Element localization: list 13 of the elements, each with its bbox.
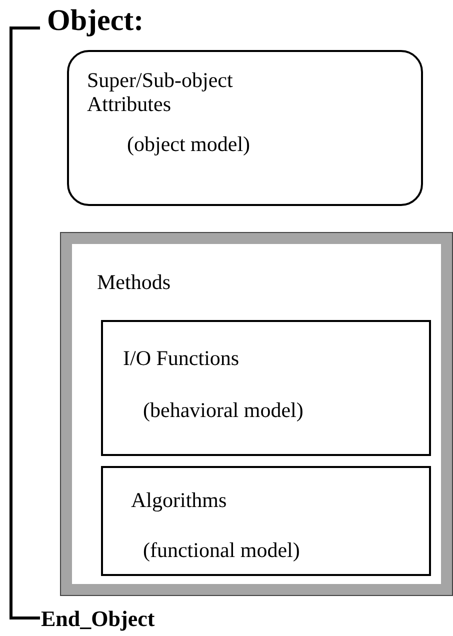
rounded-box — [67, 50, 423, 206]
box-heading: I/O Functions — [123, 346, 240, 370]
box-heading: Methods — [97, 270, 170, 294]
process-box — [101, 320, 431, 456]
process-box — [101, 466, 431, 576]
box-heading: Algorithms — [131, 488, 227, 512]
box-subtitle: (object model) — [127, 132, 250, 156]
group-box — [60, 232, 453, 596]
end-label: End_Object — [41, 606, 155, 632]
box-subtitle: (behavioral model) — [143, 398, 304, 422]
box-heading: Super/Sub-object Attributes — [87, 68, 234, 116]
start-label: Object: — [47, 4, 144, 38]
box-subtitle: (functional model) — [143, 538, 300, 562]
